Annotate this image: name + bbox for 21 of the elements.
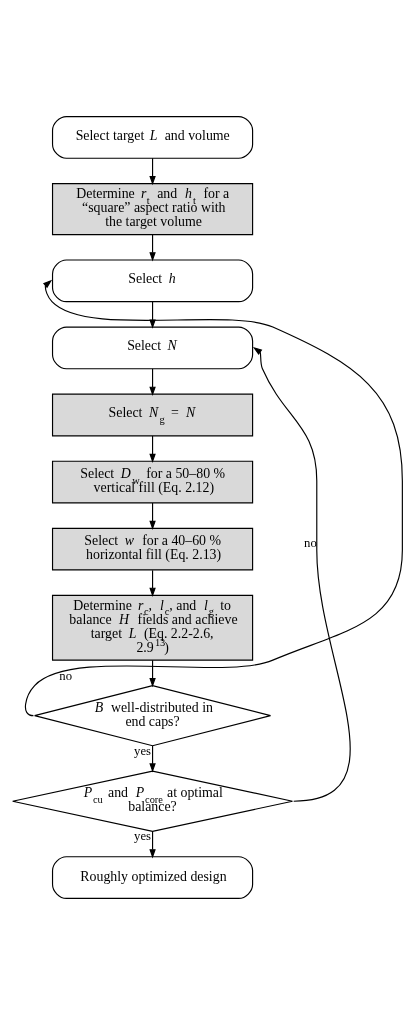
arrow	[149, 502, 156, 531]
node-box: Select N$_{g}$ = N	[51, 393, 254, 437]
node-box: Determine r$_{t}$ and h$_{t}$ for a “square” aspect ratio with the target volume	[51, 183, 254, 236]
arrow	[24, 279, 403, 717]
node-box: Determine r$_{c}$, l$_{c}$, and l$_{g}$ to balance H fields and achieve target L (Eq. 2.2-2.6, 2.9$^{13}$)	[51, 594, 254, 661]
node-diamond: B well-distributed in end caps?	[34, 685, 272, 747]
node-box: Select h	[51, 259, 254, 303]
edge-label: yes	[134, 829, 152, 844]
node-box: Select target L and volume	[51, 116, 254, 159]
arrow	[149, 157, 156, 186]
node-box: Select N	[51, 326, 254, 370]
node-box: Select w for a 40–60 % horizontal fill (Eq. 2.13)	[51, 527, 254, 571]
arrow	[149, 569, 156, 597]
node-diamond: P$_{cu}$ and P$_{core}$ at optimal balance?	[12, 770, 294, 832]
arrow	[149, 659, 156, 688]
arrow	[149, 368, 156, 396]
arrow	[149, 435, 156, 463]
node-box: Roughly optimized design	[51, 856, 254, 899]
node-box: Select D$_{w}$ for a 50–80 % vertical fill (Eq. 2.12)	[51, 460, 254, 504]
edge-label: no	[59, 668, 72, 683]
arrow	[252, 346, 351, 802]
